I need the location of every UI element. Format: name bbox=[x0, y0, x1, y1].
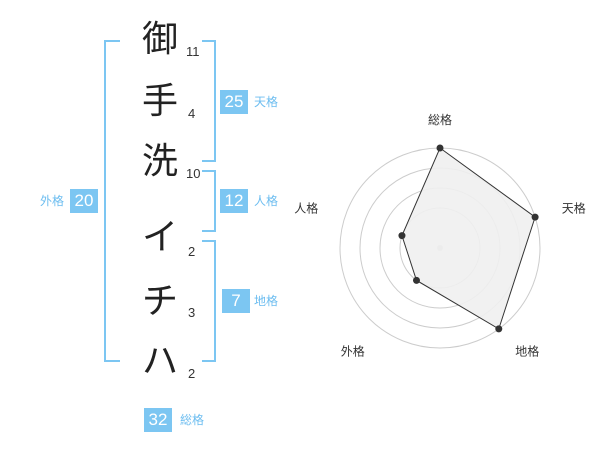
stroke-count-4: 2 bbox=[188, 244, 196, 259]
stroke-count-2: 4 bbox=[188, 106, 196, 121]
jinkaku-bracket bbox=[202, 170, 216, 232]
radar-axis-label-3: 外格 bbox=[341, 344, 365, 359]
gaikaku-bracket bbox=[104, 40, 120, 362]
name-char-5: チ bbox=[141, 281, 178, 322]
radar-point-0 bbox=[436, 144, 444, 152]
name-char-6: ハ bbox=[141, 341, 178, 382]
radar-axis-label-4: 人格 bbox=[294, 200, 318, 215]
tenkaku-label: 天格 bbox=[254, 95, 279, 109]
gaikaku-value: 20 bbox=[70, 189, 98, 213]
stroke-count-3: 10 bbox=[186, 166, 201, 181]
radar-axis-label-0: 総格 bbox=[428, 112, 452, 127]
tenkaku-bracket bbox=[202, 40, 216, 162]
radar-axis-label-1: 天格 bbox=[562, 200, 586, 215]
stroke-count-5: 3 bbox=[188, 305, 196, 320]
radar-point-2 bbox=[495, 325, 503, 333]
name-char-4: イ bbox=[141, 217, 178, 258]
radar-point-3 bbox=[412, 276, 420, 284]
radar-point-4 bbox=[398, 232, 406, 240]
chikaku-bracket bbox=[202, 240, 216, 362]
radar-axis-label-2: 地格 bbox=[515, 344, 539, 359]
tenkaku-value: 25 bbox=[220, 90, 248, 114]
name-char-1: 御 bbox=[141, 19, 178, 60]
jinkaku-value: 12 bbox=[220, 189, 248, 213]
jinkaku-label: 人格 bbox=[254, 194, 279, 208]
gaikaku-label: 外格 bbox=[40, 194, 65, 208]
chikaku-value: 7 bbox=[222, 289, 250, 313]
radar-point-1 bbox=[531, 213, 539, 221]
soukaku-label: 総格 bbox=[180, 413, 205, 427]
stroke-count-6: 2 bbox=[188, 366, 196, 381]
radar-area bbox=[401, 147, 536, 330]
chikaku-label: 地格 bbox=[254, 294, 279, 308]
stroke-count-1: 11 bbox=[186, 44, 200, 59]
name-char-2: 手 bbox=[141, 81, 178, 122]
name-char-3: 洗 bbox=[141, 141, 178, 182]
soukaku-value: 32 bbox=[144, 408, 172, 432]
